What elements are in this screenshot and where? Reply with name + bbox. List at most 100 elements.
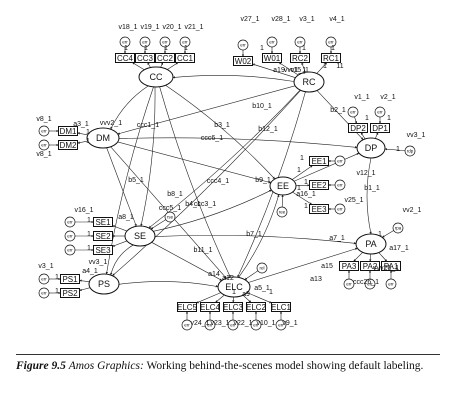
indicator-label-pa1: PA1: [384, 262, 399, 271]
parameter-label: 1: [144, 45, 148, 52]
error-term-e-dp2: [347, 106, 359, 118]
path-arrow: [252, 63, 296, 78]
error-term-e-pa3: [343, 278, 355, 290]
indicator-label-pa3: PA3: [342, 262, 357, 271]
indicator-label-se2: SE2: [95, 232, 111, 241]
indicator-dm2: [58, 140, 78, 150]
error-term-e-ee3: [334, 203, 346, 215]
parameter-label: 1: [297, 185, 301, 192]
parameter-label: 1: [86, 138, 90, 145]
indicator-elc4: [200, 302, 220, 312]
indicator-ps1: [60, 274, 80, 284]
indicator-se1: [93, 217, 113, 227]
parameter-label: v21_1: [184, 24, 203, 31]
path-arrow: [160, 62, 164, 68]
latent-label-ee: EE: [277, 181, 289, 191]
indicator-label-ee1: EE1: [311, 157, 327, 166]
indicator-elc5: [177, 302, 197, 312]
parameter-label: b2_1: [330, 107, 346, 114]
indicator-dp1: [370, 123, 390, 133]
path-arrow: [382, 230, 394, 238]
parameter-label: 1: [269, 289, 273, 296]
path-arrow: [159, 86, 231, 278]
path-arrow: [354, 116, 358, 124]
indicator-ee2: [309, 180, 329, 190]
indicator-label-dp1: DP1: [372, 124, 388, 133]
parameter-label: a14: [208, 271, 220, 278]
parameter-label: a3_1: [73, 121, 89, 128]
parameter-label: a17_1: [389, 245, 409, 252]
parameter-label: v25_1: [344, 197, 363, 204]
parameter-label: 1: [396, 146, 400, 153]
path-arrow: [165, 85, 276, 180]
path-arrow: [106, 147, 137, 227]
path-arrow: [242, 295, 252, 303]
parameter-label: v3_1: [38, 263, 53, 270]
error-label-e-se3: err: [67, 248, 73, 253]
parameter-label: a12: [222, 275, 234, 282]
error-label-rdp: rdp: [407, 149, 414, 154]
parameter-label: b11_1: [194, 247, 213, 254]
indicator-cc2: [155, 53, 175, 63]
error-label-e-se1: err: [67, 220, 73, 225]
parameter-label: 1: [55, 274, 59, 281]
path-arrow: [117, 85, 296, 135]
latent-ps: [88, 273, 120, 295]
indicator-label-ps1: PS1: [62, 275, 78, 284]
error-label-e-cc3: err: [142, 40, 148, 45]
error-label-e-cc4: err: [122, 40, 128, 45]
parameter-label: b5_1: [128, 177, 144, 184]
indicator-ee3: [309, 204, 329, 214]
latent-se: [124, 225, 156, 247]
error-term-e-elc5: [181, 319, 193, 331]
latent-label-rc: RC: [303, 77, 316, 87]
parameter-label: ccc1_1: [137, 122, 159, 129]
parameter-label: v28_1: [271, 16, 290, 23]
error-label-e-pa2: err: [367, 282, 373, 287]
parameter-label: v16_1: [74, 207, 93, 214]
error-label-e-ee2: err: [337, 183, 343, 188]
error-term-e-ps2: [38, 287, 50, 299]
parameter-label: b3_1: [214, 122, 230, 129]
parameter-label: ccc26_1: [353, 279, 379, 286]
error-label-rse: rse: [167, 215, 174, 220]
indicator-label-pa2: PA2: [363, 262, 378, 271]
parameter-label: 1: [387, 115, 391, 122]
error-term-e-dp1: [374, 106, 386, 118]
indicator-label-elc5: ELC5: [177, 303, 198, 312]
error-label-rpa: rpa: [395, 226, 402, 231]
error-label-e-elc2: err: [253, 323, 259, 328]
error-term-ree: [276, 206, 288, 218]
latent-dp: [356, 137, 386, 159]
path-arrow: [140, 86, 156, 227]
error-label-e-dm1: err: [41, 129, 47, 134]
path-arrow: [247, 292, 272, 304]
latent-label-dm: DM: [96, 133, 110, 143]
indicator-label-ee3: EE3: [311, 205, 327, 214]
parameter-label: 1: [184, 45, 188, 52]
latent-pa: [355, 233, 387, 255]
indicator-se2: [93, 231, 113, 241]
path-arrow: [153, 189, 272, 232]
error-term-e-cc4: [119, 36, 131, 48]
path-arrow: [292, 191, 313, 205]
indicator-cc4: [115, 53, 135, 63]
error-label-e-pa3: err: [346, 282, 352, 287]
indicator-rc1: [321, 53, 341, 63]
parameter-label: 1: [55, 288, 59, 295]
error-label-e-rc1: err: [328, 40, 334, 45]
path-arrow: [77, 132, 88, 136]
parameter-label: 1: [304, 203, 308, 210]
path-arrow: [248, 247, 358, 283]
parameter-label: b7_1: [246, 231, 262, 238]
parameter-label: 1: [331, 45, 335, 52]
path-arrow: [147, 62, 151, 68]
parameter-label: v2_1: [380, 94, 395, 101]
parameter-label: a8_1: [118, 214, 134, 221]
error-label-e-se2: err: [67, 234, 73, 239]
parameter-label: 1: [164, 45, 168, 52]
path-arrow: [196, 292, 221, 304]
indicator-label-elc1: ELC1: [271, 303, 292, 312]
error-term-e-se2: [64, 230, 76, 242]
